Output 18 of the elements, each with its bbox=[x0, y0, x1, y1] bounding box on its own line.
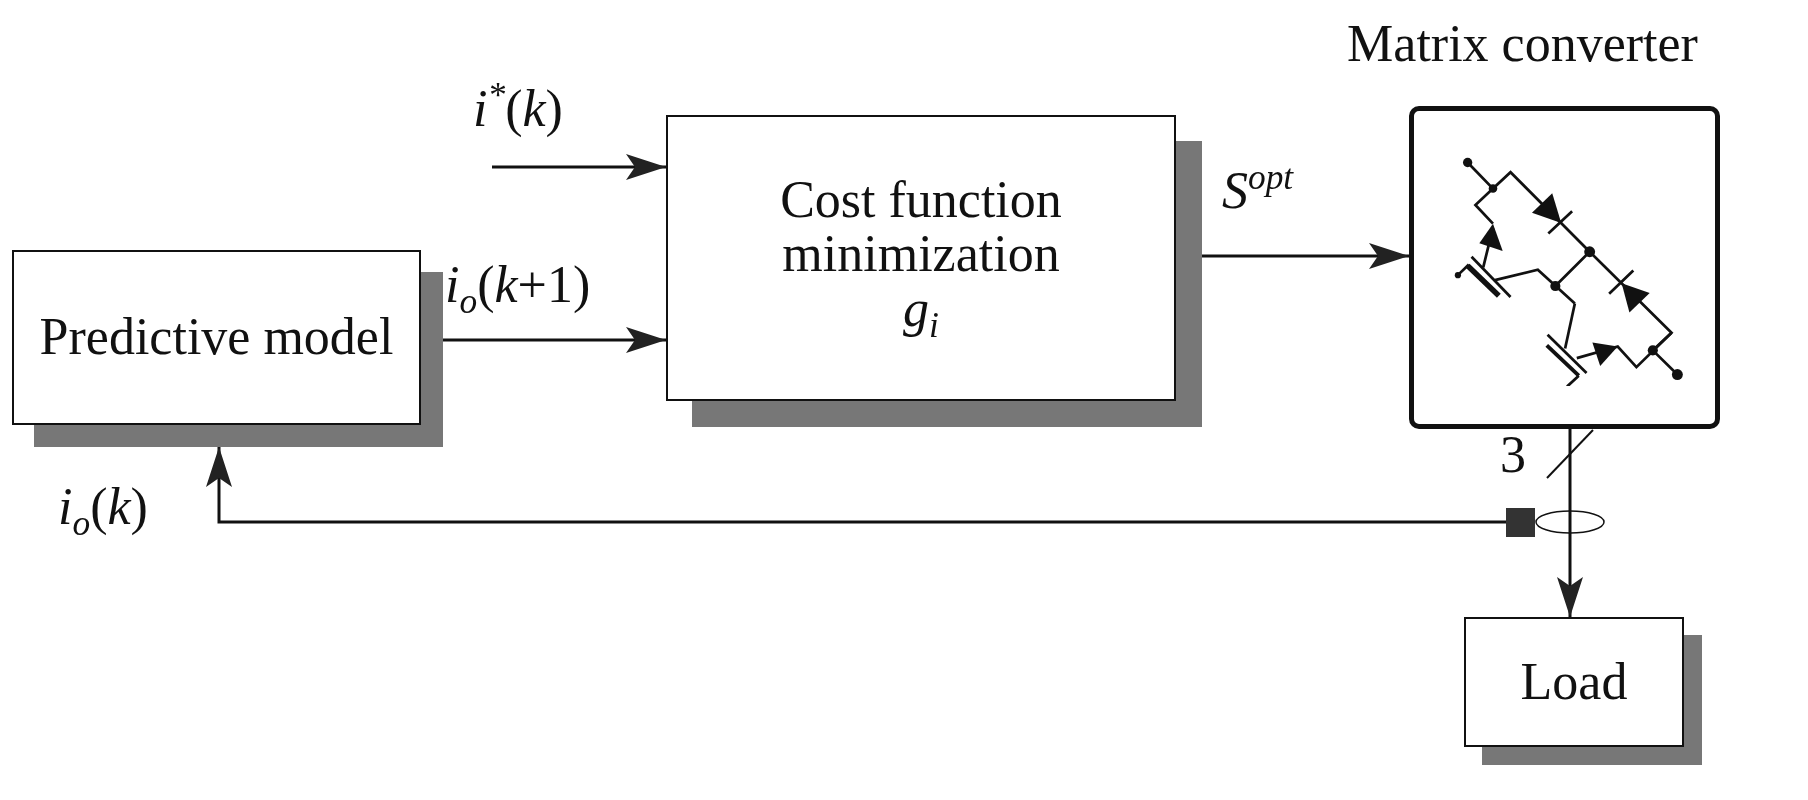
process-box bbox=[12, 250, 421, 425]
edge-label: i$_{o}$(k) bbox=[58, 478, 148, 543]
edge-label: S$^{opt}$ bbox=[1222, 158, 1294, 220]
process-box bbox=[666, 115, 1176, 401]
block-label: Load bbox=[1520, 654, 1628, 710]
process-box bbox=[1464, 617, 1684, 747]
edge-label: 3 bbox=[1500, 426, 1526, 484]
block-label: g$_{i}$ bbox=[903, 281, 939, 344]
block-title: Matrix converter bbox=[1346, 15, 1699, 73]
current-sensor-drawing bbox=[1506, 508, 1606, 538]
arrow bbox=[1202, 243, 1409, 269]
arrow bbox=[443, 327, 666, 353]
arrow bbox=[492, 154, 666, 180]
edge-label: i$^{*}$(k) bbox=[473, 76, 563, 138]
arrow bbox=[1557, 429, 1583, 617]
arrow bbox=[206, 447, 1506, 524]
edge-label: i$_{o}$(k+1) bbox=[445, 256, 591, 321]
block-label: Predictive model bbox=[39, 310, 394, 365]
